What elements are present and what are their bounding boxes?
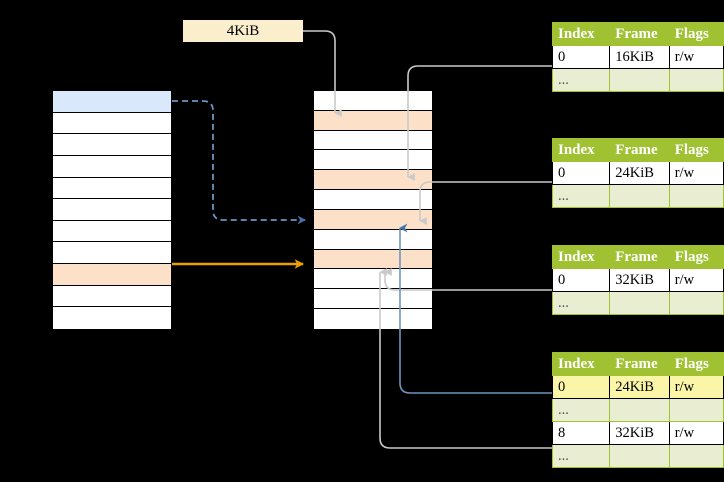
table-cell-index: ... [551, 68, 611, 92]
column-header-frame: Frame [609, 352, 670, 376]
table-row: ... [551, 444, 724, 468]
column-header-frame: Frame [609, 138, 670, 162]
phys-frame-row [314, 269, 432, 290]
table-cell-frame: 32KiB [609, 421, 670, 445]
vaddr-page-row [53, 199, 171, 221]
vaddr-page-row [53, 112, 171, 135]
table-cell-frame [609, 68, 670, 92]
table-row: ... [551, 398, 724, 422]
vaddr-page-row [53, 264, 171, 286]
table-cell-flags: r/w [668, 45, 724, 69]
vaddr-page-row [53, 242, 171, 264]
phys-frame-row [314, 190, 432, 210]
table-cell-index: ... [551, 291, 611, 315]
vaddr-page-row [53, 285, 171, 308]
phys-frame-row [314, 91, 432, 111]
phys-frame-row [314, 229, 432, 250]
table-cell-flags: r/w [668, 161, 724, 185]
table-cell-flags [668, 398, 724, 422]
table-cell-frame [609, 291, 670, 315]
vaddr-page-row [53, 307, 171, 329]
wire-table2-to-frame [419, 181, 552, 225]
vaddr-page-row [53, 91, 171, 113]
vaddr-page-row [53, 134, 171, 156]
column-header-flags: Flags [668, 22, 724, 46]
column-header-index: Index [551, 138, 611, 162]
vaddr-page-row [53, 155, 171, 178]
column-header-index: Index [551, 352, 611, 376]
phys-frame-row [314, 170, 432, 191]
column-header-index: Index [551, 245, 611, 269]
table-cell-index: ... [551, 398, 611, 422]
table-cell-flags: r/w [668, 268, 724, 292]
phys-frame-row [314, 150, 432, 171]
table-cell-frame [609, 444, 670, 468]
table-row: ... [551, 184, 724, 208]
column-header-index: Index [551, 22, 611, 46]
vaddr-page-row [53, 177, 171, 200]
table-cell-flags [668, 68, 724, 92]
table-cell-flags [668, 444, 724, 468]
table-cell-flags: r/w [668, 421, 724, 445]
column-header-frame: Frame [609, 22, 670, 46]
table-cell-index: 0 [551, 375, 611, 399]
vaddr-page-row [53, 220, 171, 243]
table-cell-frame: 24KiB [609, 375, 670, 399]
phys-frame-row [314, 209, 432, 230]
table-cell-frame [609, 398, 670, 422]
table-row: ... [551, 68, 724, 92]
phys-frame-row [314, 130, 432, 151]
wire-vaddr0-to-frame [172, 100, 307, 225]
physical-memory-column [313, 90, 433, 330]
size-label-4kib: 4KiB [183, 20, 303, 42]
phys-frame-row [314, 110, 432, 131]
table-cell-index: 8 [551, 421, 611, 445]
virtual-address-space-column [52, 90, 172, 330]
table-cell-frame: 24KiB [609, 161, 670, 185]
column-header-flags: Flags [668, 352, 724, 376]
table-cell-flags [668, 291, 724, 315]
table-cell-index: 0 [551, 45, 611, 69]
size-label-text: 4KiB [226, 22, 260, 39]
table-cell-index: 0 [551, 161, 611, 185]
table-cell-index: ... [551, 444, 611, 468]
table-cell-index: ... [551, 184, 611, 208]
column-header-flags: Flags [668, 245, 724, 269]
phys-frame-row [314, 309, 432, 329]
phys-frame-row [314, 249, 432, 270]
column-header-frame: Frame [609, 245, 670, 269]
table-cell-flags [668, 184, 724, 208]
table-row: ... [551, 291, 724, 315]
table-cell-frame [609, 184, 670, 208]
table-cell-flags: r/w [668, 375, 724, 399]
column-header-flags: Flags [668, 138, 724, 162]
phys-frame-row [314, 289, 432, 310]
table-cell-frame: 32KiB [609, 268, 670, 292]
table-cell-index: 0 [551, 268, 611, 292]
table-cell-frame: 16KiB [609, 45, 670, 69]
